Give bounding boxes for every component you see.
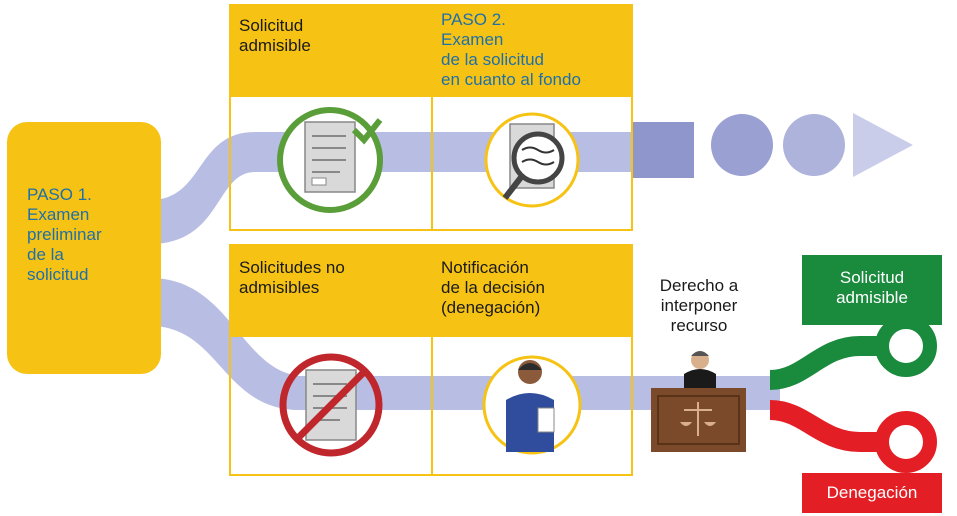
admissible-card-header (230, 5, 432, 97)
success-node (875, 315, 937, 377)
arrow-head (853, 113, 913, 177)
step1-box (7, 122, 161, 374)
exam-card-header (432, 5, 632, 97)
arrow-dot-1 (711, 114, 773, 176)
appeal-label: Derecho a interponer recurso (659, 276, 739, 335)
judge-court-icon (651, 351, 746, 452)
upper-flow-band-dark (632, 122, 694, 178)
outcome-denial-box (802, 473, 942, 513)
inadmissible-card-header (230, 245, 432, 337)
person-with-letter-icon (482, 355, 582, 455)
outcome-denial-label: Denegación (826, 483, 918, 502)
outcome-admissible-box (802, 255, 942, 325)
notification-card-header (432, 245, 632, 337)
outcome-admissible-label: Solicitud admisible (836, 268, 908, 307)
inadmissible-card-title: Solicitudes no admisibles (239, 258, 345, 297)
prohibited-document-icon (279, 353, 383, 457)
denial-branch (769, 400, 878, 452)
magnifier-document-icon (484, 112, 580, 208)
notification-card-title: Notificación de la decisión (denegación) (441, 258, 545, 317)
document-check-icon (277, 107, 383, 213)
denial-node (875, 411, 937, 473)
admissible-card-title: Solicitud admisible (239, 16, 311, 55)
arrow-dot-2 (783, 114, 845, 176)
success-branch (769, 336, 878, 390)
step2-title: PASO 2. Examen de la solicitud en cuanto… (441, 10, 581, 89)
step1-title: PASO 1. Examen preliminar de la solicitu… (27, 185, 102, 284)
